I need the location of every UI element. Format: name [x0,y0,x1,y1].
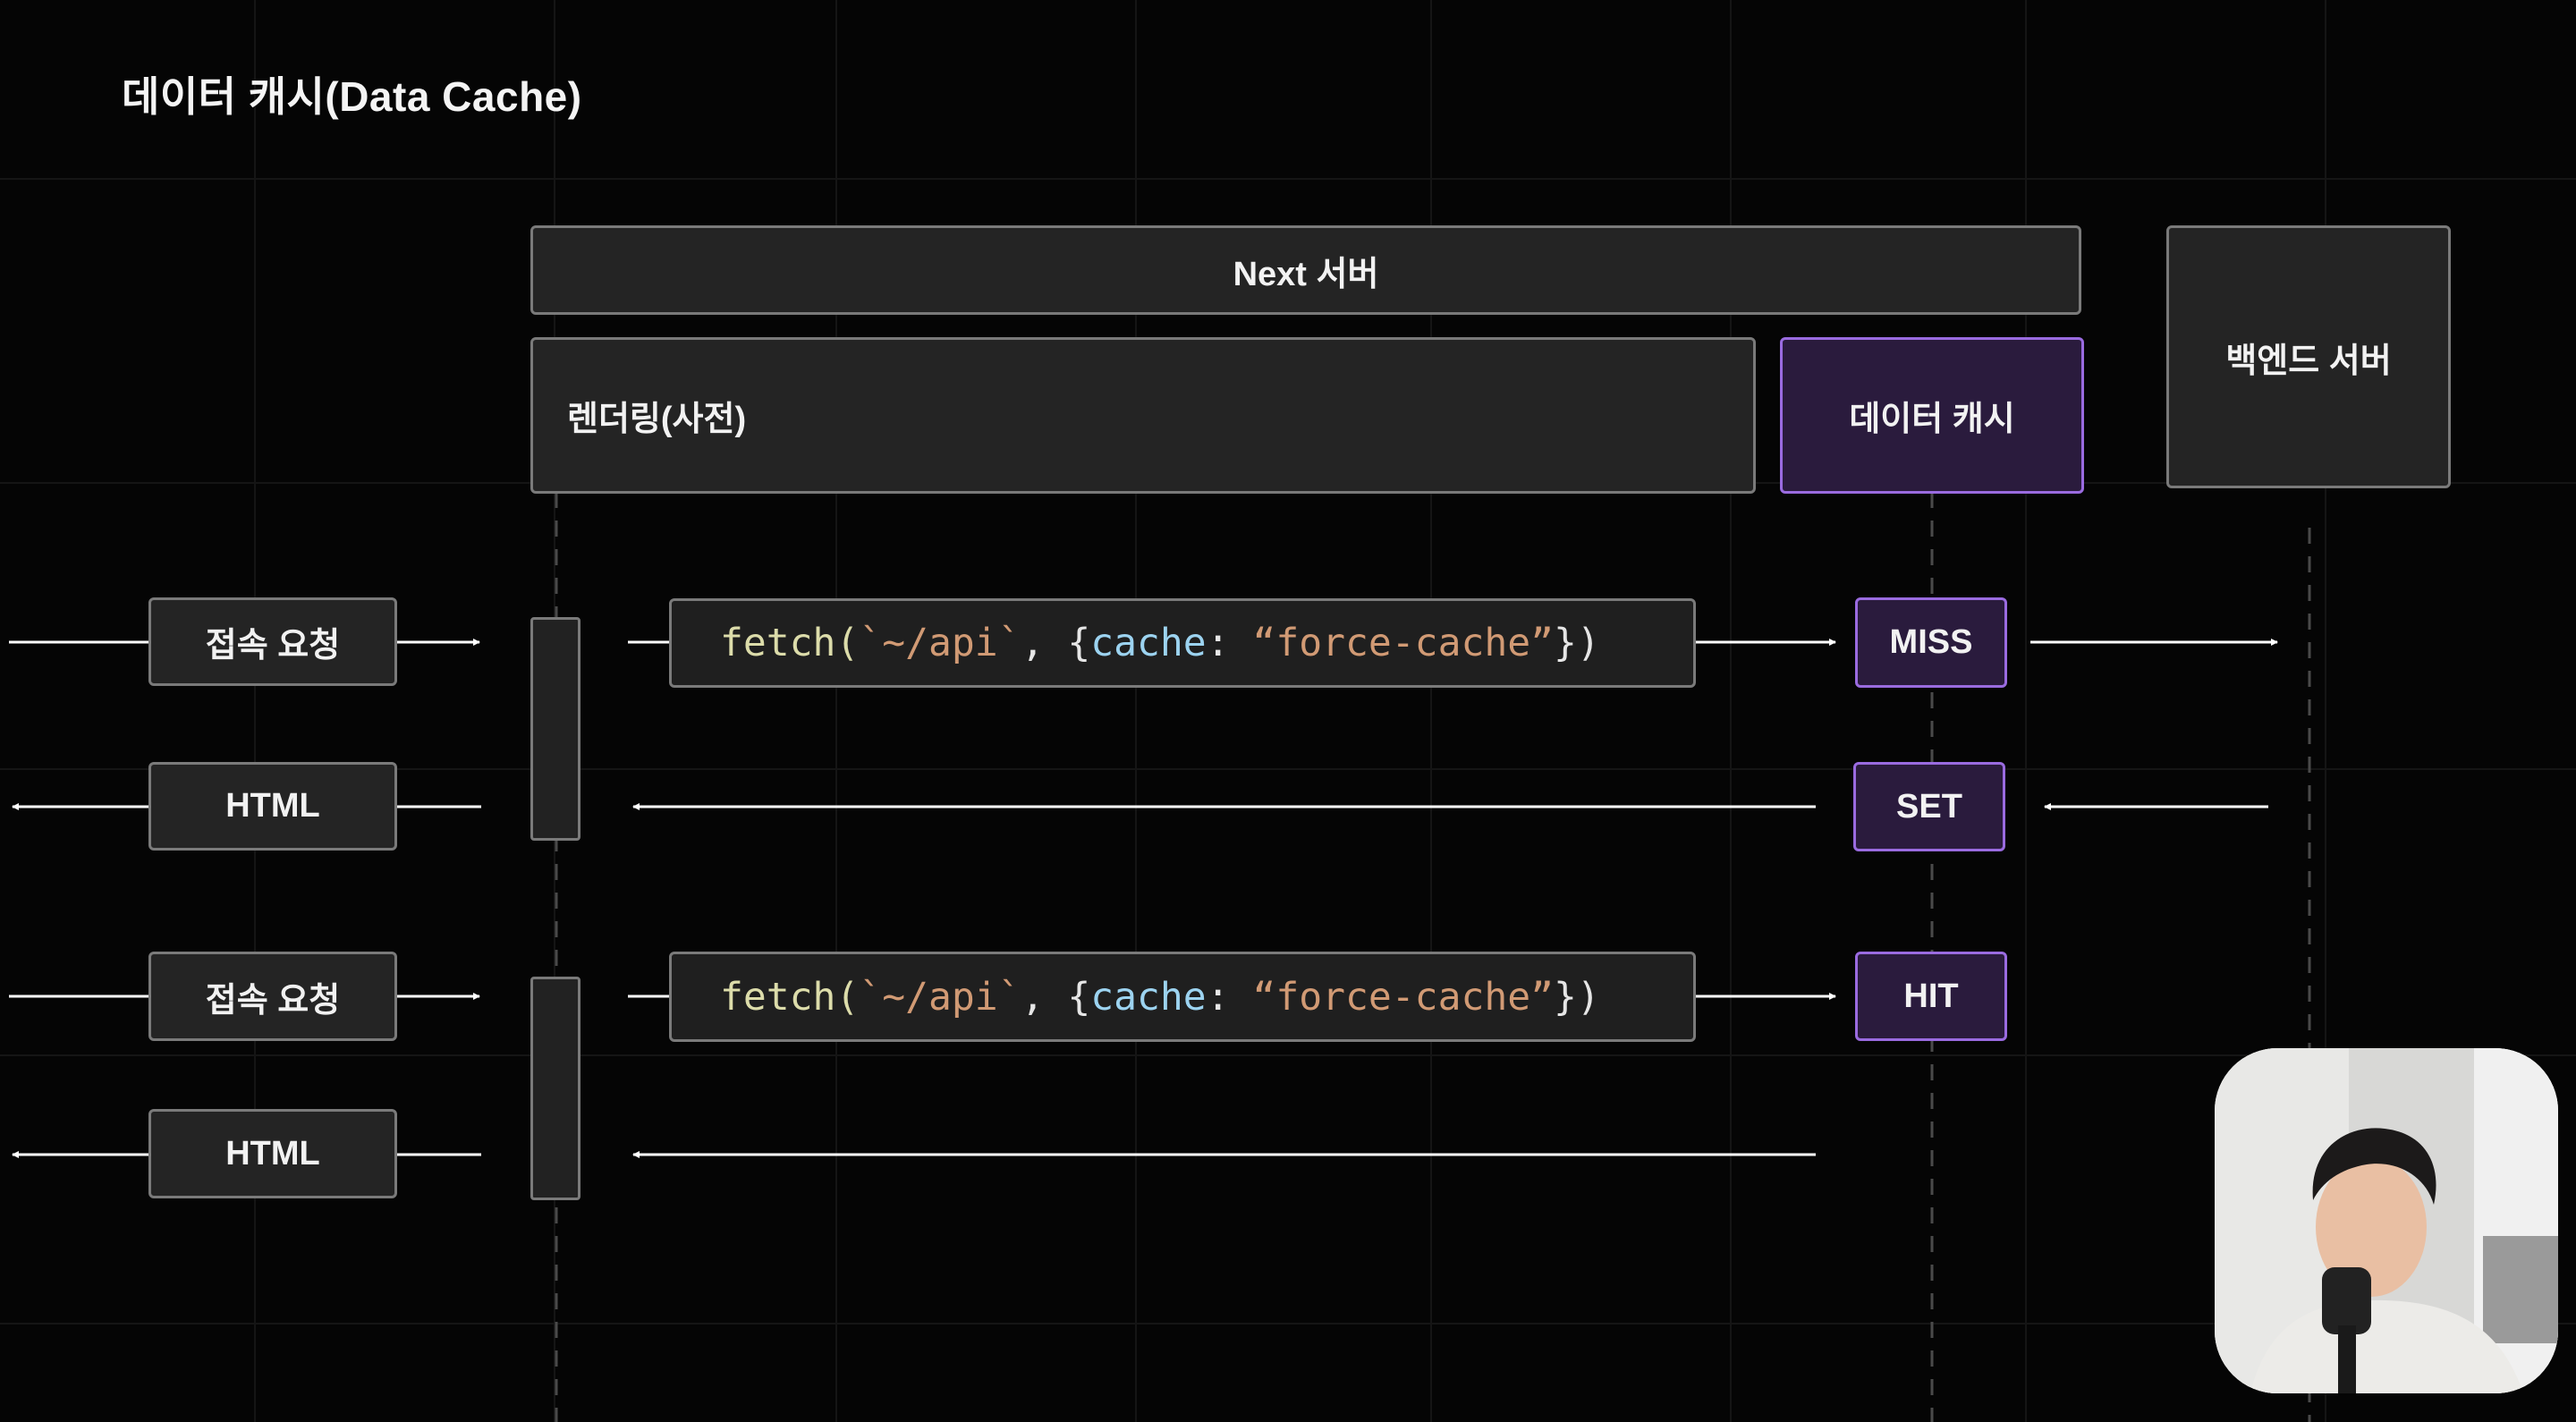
fetch-code-box-1: fetch(`~/api`, {cache: “force-cache”}) [669,598,1696,688]
fetch-colon: : [1206,974,1253,1020]
cache-miss-box: MISS [1855,597,2007,688]
fetch-url: `~/api` [859,621,1021,665]
fetch-url: `~/api` [859,974,1021,1020]
render-activation-2 [530,977,580,1200]
data-cache-box: 데이터 캐시 [1780,337,2084,494]
fetch-fn: fetch( [720,621,860,665]
backend-server-box: 백엔드 서버 [2166,225,2451,488]
fetch-close: }) [1554,974,1600,1020]
fetch-value: “force-cache” [1252,621,1555,665]
slide-title: 데이터 캐시(Data Cache) [122,73,582,120]
access-request-box-2: 접속 요청 [148,952,397,1041]
fetch-value: “force-cache” [1252,974,1555,1020]
html-response-box-2: HTML [148,1109,397,1198]
presenter-webcam [2215,1048,2558,1393]
fetch-key: cache [1090,974,1207,1020]
render-activation-1 [530,617,580,841]
access-request-box-1: 접속 요청 [148,597,397,686]
html-response-box-1: HTML [148,762,397,851]
fetch-close: }) [1554,621,1600,665]
fetch-sep: , { [1021,974,1091,1020]
next-server-box: Next 서버 [530,225,2081,315]
rendering-box: 렌더링(사전) [530,337,1756,494]
fetch-key: cache [1090,621,1207,665]
presenter-figure [2215,1048,2558,1393]
cache-hit-box: HIT [1855,952,2007,1041]
fetch-code-box-2: fetch(`~/api`, {cache: “force-cache”}) [669,952,1696,1042]
fetch-colon: : [1206,621,1253,665]
fetch-fn: fetch( [720,974,860,1020]
cache-set-box: SET [1853,762,2005,851]
fetch-sep: , { [1021,621,1091,665]
